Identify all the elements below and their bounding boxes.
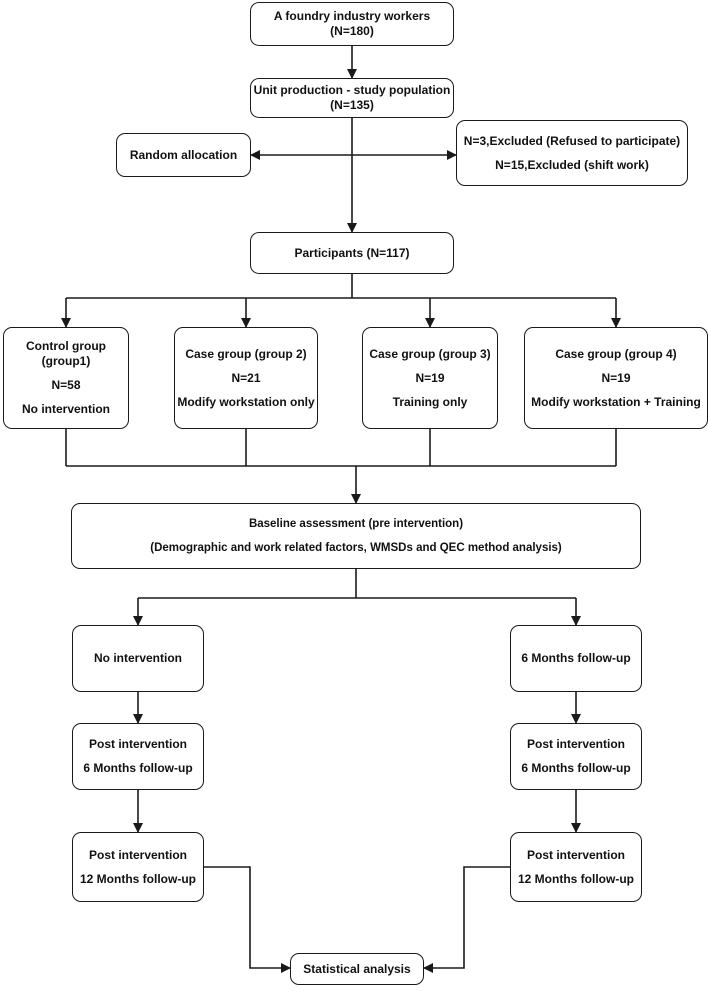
group3-intervention: Training only — [392, 394, 468, 409]
box-group1: Control group (group1) N=58 No intervent… — [3, 327, 129, 429]
box-baseline-assessment: Baseline assessment (pre intervention) (… — [71, 503, 641, 569]
box-random-allocation: Random allocation — [116, 133, 251, 177]
right-post-12-followup: 12 Months follow-up — [518, 871, 634, 886]
box-group2: Case group (group 2) N=21 Modify worksta… — [174, 327, 318, 429]
foundry-title: A foundry industry workers — [273, 9, 431, 23]
group3-count: N=19 — [415, 370, 445, 385]
right-post-6-title: Post intervention — [526, 737, 625, 751]
unit-production-count: (N=135) — [330, 98, 374, 112]
foundry-count: (N=180) — [330, 24, 374, 38]
random-allocation-label: Random allocation — [129, 147, 238, 162]
left-no-intervention-label: No intervention — [93, 651, 182, 665]
left-post-12-followup: 12 Months follow-up — [80, 871, 196, 886]
group4-intervention: Modify workstation + Training — [531, 394, 701, 409]
left-post-12-title: Post intervention — [88, 847, 187, 862]
excluded-shift-work: N=15,Excluded (shift work) — [495, 157, 649, 172]
group2-intervention: Modify workstation only — [177, 394, 315, 409]
group2-count: N=21 — [231, 370, 261, 385]
right-6-months-label: 6 Months follow-up — [521, 651, 631, 665]
arrow-right-to-analysis — [423, 866, 510, 973]
box-right-post-6-months: Post intervention 6 Months follow-up — [510, 723, 642, 790]
right-post-12-title: Post intervention — [526, 847, 625, 862]
participants-label: Participants (N=117) — [294, 245, 410, 260]
box-statistical-analysis: Statistical analysis — [290, 953, 424, 985]
box-group3: Case group (group 3) N=19 Training only — [362, 327, 498, 429]
box-foundry-workers: A foundry industry workers (N=180) — [250, 2, 454, 46]
box-unit-production: Unit production - study population (N=13… — [250, 78, 454, 118]
box-left-no-intervention: No intervention — [72, 625, 204, 692]
left-post-6-title: Post intervention — [88, 737, 187, 751]
arrow-left-to-analysis — [204, 866, 291, 973]
box-excluded: N=3,Excluded (Refused to participate) N=… — [456, 120, 688, 186]
box-group4: Case group (group 4) N=19 Modify worksta… — [524, 327, 708, 429]
baseline-title: Baseline assessment (pre intervention) — [248, 517, 464, 530]
box-right-6-months: 6 Months follow-up — [510, 625, 642, 692]
group4-count: N=19 — [601, 370, 631, 385]
group1-subtitle: (group1) — [41, 354, 91, 368]
box-left-post-6-months: Post intervention 6 Months follow-up — [72, 723, 204, 790]
group1-intervention: No intervention — [21, 402, 110, 416]
left-post-6-followup: 6 Months follow-up — [83, 761, 193, 775]
statistical-analysis-label: Statistical analysis — [303, 961, 411, 976]
group3-title: Case group (group 3) — [369, 346, 491, 361]
excluded-refused: N=3,Excluded (Refused to participate) — [463, 133, 681, 148]
group2-title: Case group (group 2) — [185, 346, 307, 361]
baseline-details: (Demographic and work related factors, W… — [150, 541, 562, 554]
group1-count: N=58 — [51, 378, 81, 392]
box-left-post-12-months: Post intervention 12 Months follow-up — [72, 832, 204, 902]
box-participants: Participants (N=117) — [250, 232, 454, 274]
group1-title: Control group — [26, 339, 106, 353]
unit-production-title: Unit production - study population — [253, 83, 451, 97]
box-right-post-12-months: Post intervention 12 Months follow-up — [510, 832, 642, 902]
group4-title: Case group (group 4) — [555, 346, 677, 361]
right-post-6-followup: 6 Months follow-up — [521, 761, 631, 775]
